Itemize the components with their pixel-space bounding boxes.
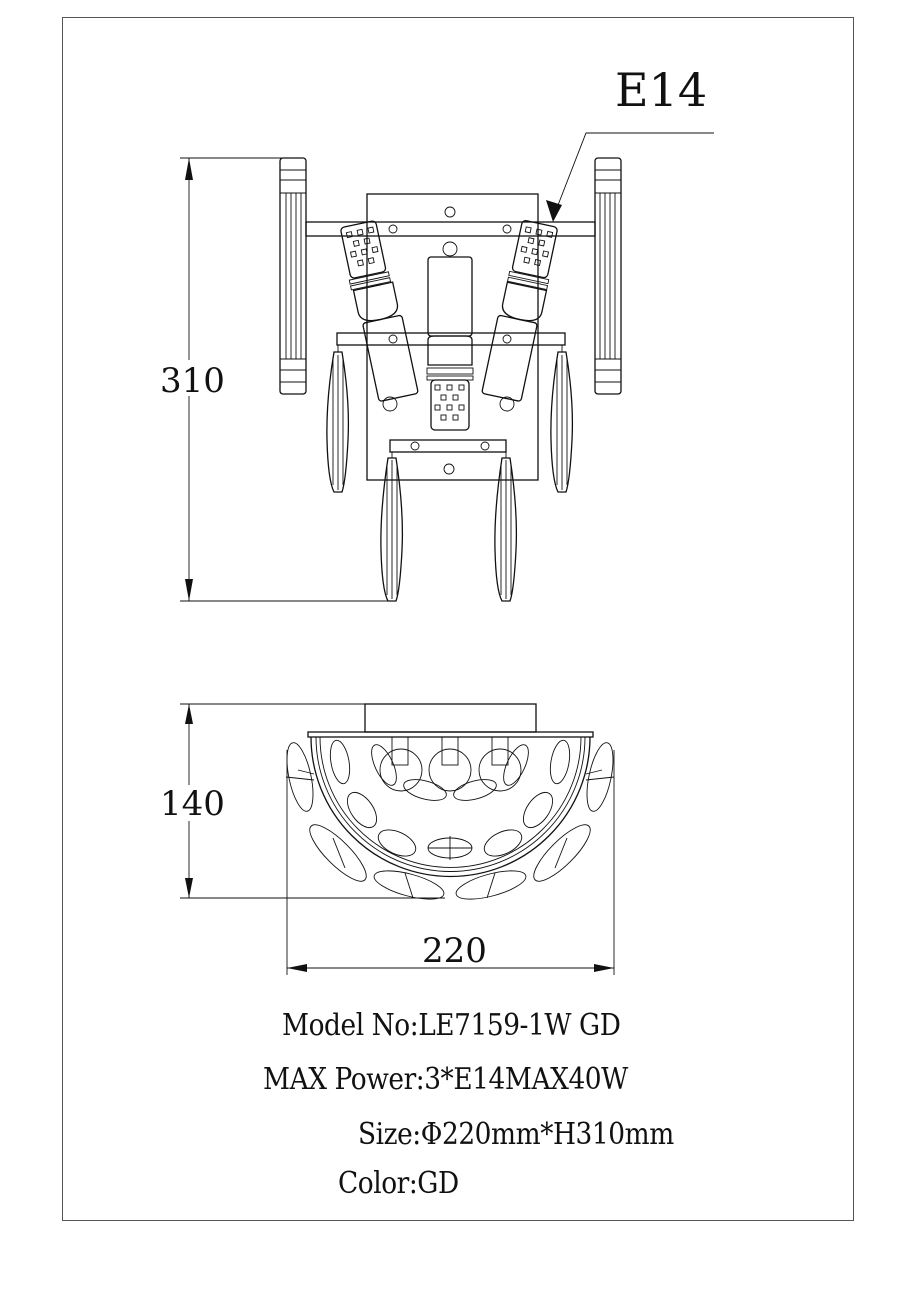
e14-callout: E14 <box>546 63 714 222</box>
dim-arrow-left-icon <box>287 964 307 972</box>
depth-dimension-label: 140 <box>160 784 225 824</box>
color: Color:GD <box>338 1166 459 1201</box>
dim-arrow-down-icon <box>185 579 193 601</box>
model-number: Model No:LE7159-1W GD <box>282 1008 621 1043</box>
callout-label: E14 <box>615 63 707 117</box>
size: Size:Φ220mm*H310mm <box>358 1117 674 1152</box>
height-dimension-label: 310 <box>160 361 225 401</box>
dim-arrow-right-icon <box>594 964 614 972</box>
drawing-sheet-border <box>62 17 854 1221</box>
width-dimension-label: 220 <box>422 931 487 971</box>
dim-arrow-up-icon <box>185 704 193 724</box>
arrow-head-icon <box>546 200 562 222</box>
max-power: MAX Power:3*E14MAX40W <box>263 1062 628 1097</box>
top-view: 140 220 <box>160 703 615 975</box>
dim-arrow-down-icon <box>185 878 193 898</box>
dim-arrow-up-icon <box>185 158 193 180</box>
front-view: 310 <box>160 157 622 602</box>
